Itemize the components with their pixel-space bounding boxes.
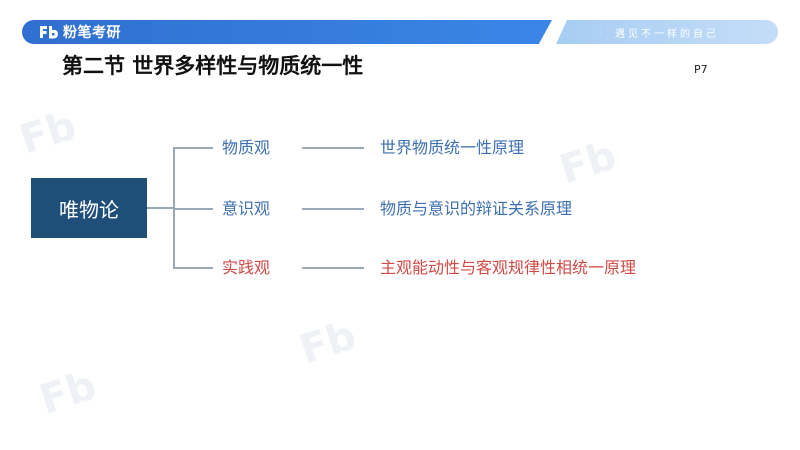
connector-root [147,207,174,209]
dot-icon: · [729,27,735,37]
connector-principle-3 [302,267,364,269]
watermark: Fb [14,102,82,164]
page-number: P7 [694,63,708,76]
branch-label-consciousness: 意识观 [222,199,271,218]
connector-branch-3 [173,267,213,269]
principle-2: 物质与意识的辩证关系原理 [380,199,573,218]
watermark: Fb [34,362,102,424]
branch-label-practice: 实践观 [222,258,271,277]
watermark: Fb [294,312,362,374]
branch-label-materialism: 物质观 [222,138,271,157]
watermark: Fb [554,132,622,194]
connector-branch-2 [173,208,213,210]
fb-logo-icon [40,26,58,39]
principle-3: 主观能动性与客观规律性相统一原理 [380,258,637,277]
root-label: 唯物论 [59,197,119,222]
principle-1: 世界物质统一性原理 [380,138,525,157]
connector-principle-2 [302,208,364,210]
header-banner [22,20,552,44]
connector-principle-1 [302,147,364,149]
slogan-text: 遇见不一样的自己 [615,28,719,40]
connector-vertical [173,147,175,268]
slogan: · 遇见不一样的自己 · [556,20,778,44]
root-node: 唯物论 [31,178,147,238]
connector-branch-1 [173,147,213,149]
brand-logo: 粉笔考研 [38,22,121,42]
header-banner-right [556,20,778,44]
page-title: 第二节 世界多样性与物质统一性 [62,54,364,78]
brand-name: 粉笔考研 [63,25,121,41]
dot-icon: · [599,27,605,37]
